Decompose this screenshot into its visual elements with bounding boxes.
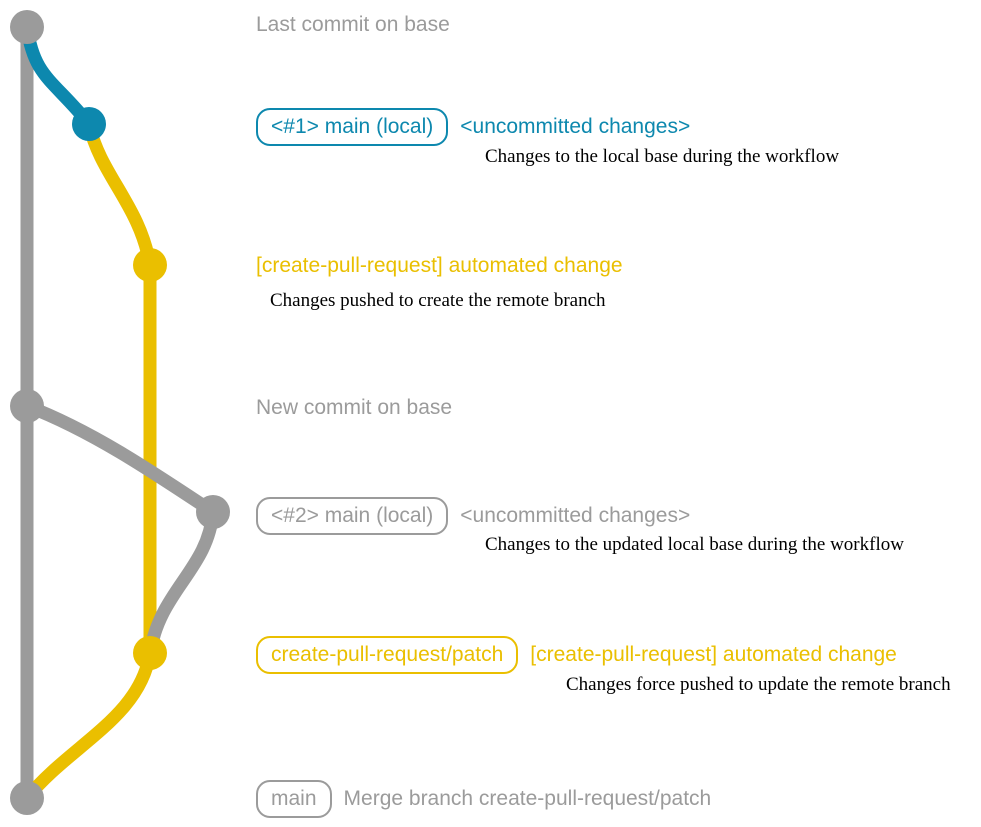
local-branch-2-line [20,399,220,519]
ref-pill-main[interactable]: main [256,780,332,819]
commit-row-local-change-2: <#2> main (local) <uncommitted changes> [256,497,691,536]
commit-note-automated-change-1: Changes pushed to create the remote bran… [270,290,606,311]
commit-row-local-change-1: <#1> main (local) <uncommitted changes> [256,108,691,147]
commit-row-merge-commit: main Merge branch create-pull-request/pa… [256,780,712,819]
automated-change-2-node[interactable] [133,636,167,670]
last-commit-on-base-node[interactable] [10,10,44,44]
force-push-line [143,505,220,660]
commit-subject-merge-commit: Merge branch create-pull-request/patch [343,787,712,810]
local-uncommitted-1-node[interactable] [72,107,106,141]
commit-subject-automated-change-2: [create-pull-request] automated change [530,643,897,666]
merge-into-base-line [20,646,157,805]
commit-row-automated-change-2: create-pull-request/patch [create-pull-r… [256,636,897,675]
commit-subject-local-change-2: <uncommitted changes> [460,504,691,527]
ref-pill-main-local-1[interactable]: <#1> main (local) [256,108,449,147]
merge-commit-node[interactable] [10,781,44,815]
local-uncommitted-2-node[interactable] [196,495,230,529]
commit-note-local-change-1: Changes to the local base during the wor… [485,146,840,167]
commit-subject-new-commit-on-base: New commit on base [256,396,453,419]
commit-subject-local-change-1: <uncommitted changes> [460,115,691,138]
automated-change-1-node[interactable] [133,248,167,282]
commit-note-local-change-2: Changes to the updated local base during… [485,534,904,555]
ref-pill-create-pull-request-patch[interactable]: create-pull-request/patch [256,636,519,675]
new-commit-on-base-node[interactable] [10,389,44,423]
commit-note-automated-change-2: Changes force pushed to update the remot… [566,674,951,695]
commit-subject-last-commit-on-base: Last commit on base [256,13,450,36]
patch-branch-upper-line [82,117,157,272]
ref-pill-main-local-2[interactable]: <#2> main (local) [256,497,449,536]
commit-subject-automated-change-1: [create-pull-request] automated change [256,254,623,277]
